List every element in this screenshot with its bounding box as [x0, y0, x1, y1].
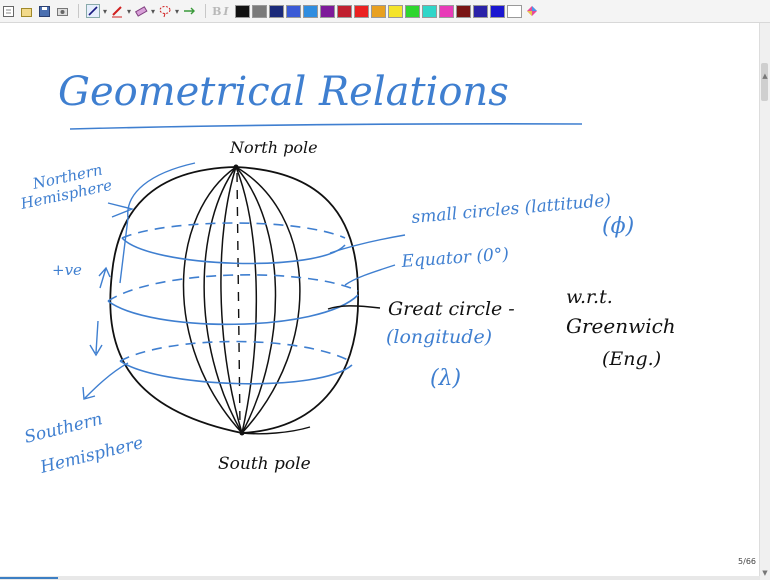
equator-label: Equator (0°) — [400, 245, 510, 273]
color-swatch[interactable] — [285, 4, 301, 18]
color-swatch[interactable] — [319, 4, 335, 18]
latitude-circle-top-back — [121, 222, 346, 239]
scrollbar-thumb[interactable] — [761, 63, 768, 101]
color-swatch[interactable] — [455, 4, 471, 18]
eng-label: (Eng.) — [602, 348, 661, 370]
phi-label: (ϕ) — [602, 214, 634, 239]
toolbar-separator — [78, 4, 79, 18]
scroll-down-icon[interactable]: ▼ — [762, 569, 768, 577]
annotation-arrows — [82, 162, 406, 435]
longitude-label: (longitude) — [386, 326, 492, 348]
color-swatch[interactable] — [370, 4, 386, 18]
latitude-circle-bottom-front — [119, 360, 353, 385]
italic-icon[interactable]: I — [223, 4, 229, 18]
more-colors-icon[interactable] — [524, 3, 540, 19]
color-swatch[interactable] — [472, 4, 488, 18]
color-palette — [234, 4, 524, 18]
color-swatch[interactable] — [234, 4, 250, 18]
latitude-circle-bottom-back — [119, 340, 351, 362]
lambda-label: (λ) — [430, 366, 461, 391]
meridian-line — [235, 166, 301, 434]
small-circles-leader — [329, 234, 406, 254]
page-progress-bar — [0, 576, 760, 580]
vertical-scrollbar[interactable]: ▲ ▼ — [759, 23, 770, 580]
color-swatch[interactable] — [506, 4, 522, 18]
latitude-circle-top-front — [121, 237, 346, 265]
north-pole-label: North pole — [229, 138, 318, 157]
eraser-icon[interactable] — [133, 3, 149, 19]
color-swatch[interactable] — [421, 4, 437, 18]
pen-tool-icon[interactable] — [85, 3, 101, 19]
globe-drawing — [109, 164, 359, 436]
greenwich-label: Greenwich — [566, 314, 676, 338]
save-icon[interactable] — [36, 3, 52, 19]
title-underline — [69, 123, 583, 130]
scroll-up-icon[interactable]: ▲ — [762, 72, 768, 80]
page-number: 5/66 — [738, 557, 756, 566]
color-swatch[interactable] — [404, 4, 420, 18]
meridian-line — [220, 166, 243, 434]
plus-ve-label: +ve — [52, 261, 82, 279]
highlighter-icon[interactable] — [109, 3, 125, 19]
northern-hemisphere-pointer — [107, 202, 135, 218]
color-swatch[interactable] — [302, 4, 318, 18]
toolbar: ▾ ▾ ▾ ▾ B I — [0, 0, 770, 23]
color-swatch[interactable] — [336, 4, 352, 18]
northern-hemisphere-arrow — [119, 162, 196, 284]
south-pole-arrow — [241, 426, 311, 435]
southern-arrow-down — [89, 320, 103, 357]
wrt-label: w.r.t. — [566, 286, 613, 308]
color-swatch[interactable] — [438, 4, 454, 18]
equator-front — [107, 294, 359, 326]
new-page-icon[interactable] — [0, 3, 16, 19]
great-circle-label: Great circle - — [388, 298, 515, 320]
toolbar-separator — [205, 4, 207, 18]
pen-dropdown-icon[interactable]: ▾ — [103, 6, 108, 16]
globe-outline — [109, 166, 359, 434]
south-pole-label: South pole — [218, 454, 311, 474]
note-page[interactable]: Geometrical Relations — [0, 23, 760, 575]
highlighter-dropdown-icon[interactable]: ▾ — [127, 6, 132, 16]
color-swatch[interactable] — [353, 4, 369, 18]
color-swatch[interactable] — [268, 4, 284, 18]
whiteboard-canvas: Geometrical Relations — [18, 69, 676, 478]
lasso-icon[interactable] — [157, 3, 173, 19]
small-circles-label: small circles (lattitude) — [411, 191, 612, 228]
equator-back — [107, 274, 359, 302]
earth-axis — [236, 172, 241, 428]
screen-capture-icon[interactable] — [54, 3, 70, 19]
page-progress-fill — [0, 577, 58, 579]
open-icon[interactable] — [18, 3, 34, 19]
color-swatch[interactable] — [251, 4, 267, 18]
southern-hemisphere-arrow — [82, 362, 129, 400]
labels: North pole South pole Northern Hemispher… — [18, 138, 676, 478]
southern-hemisphere-label: Southern — [22, 409, 104, 448]
equator-leader — [344, 264, 396, 286]
insert-space-icon[interactable] — [181, 3, 197, 19]
color-swatch[interactable] — [489, 4, 505, 18]
slide-title: Geometrical Relations — [58, 69, 509, 115]
plus-ve-arrow — [98, 266, 111, 289]
meridian-line — [235, 166, 277, 434]
bold-icon[interactable]: B — [212, 4, 222, 18]
great-circle-leader — [327, 305, 381, 310]
north-pole-point — [233, 164, 239, 170]
meridian-line — [235, 166, 258, 434]
eraser-dropdown-icon[interactable]: ▾ — [151, 6, 156, 16]
lasso-dropdown-icon[interactable]: ▾ — [175, 6, 180, 16]
title-group: Geometrical Relations — [58, 69, 583, 130]
meridian-line — [203, 166, 243, 434]
latitude-circles — [107, 222, 359, 385]
meridian-line — [182, 166, 243, 434]
color-swatch[interactable] — [387, 4, 403, 18]
